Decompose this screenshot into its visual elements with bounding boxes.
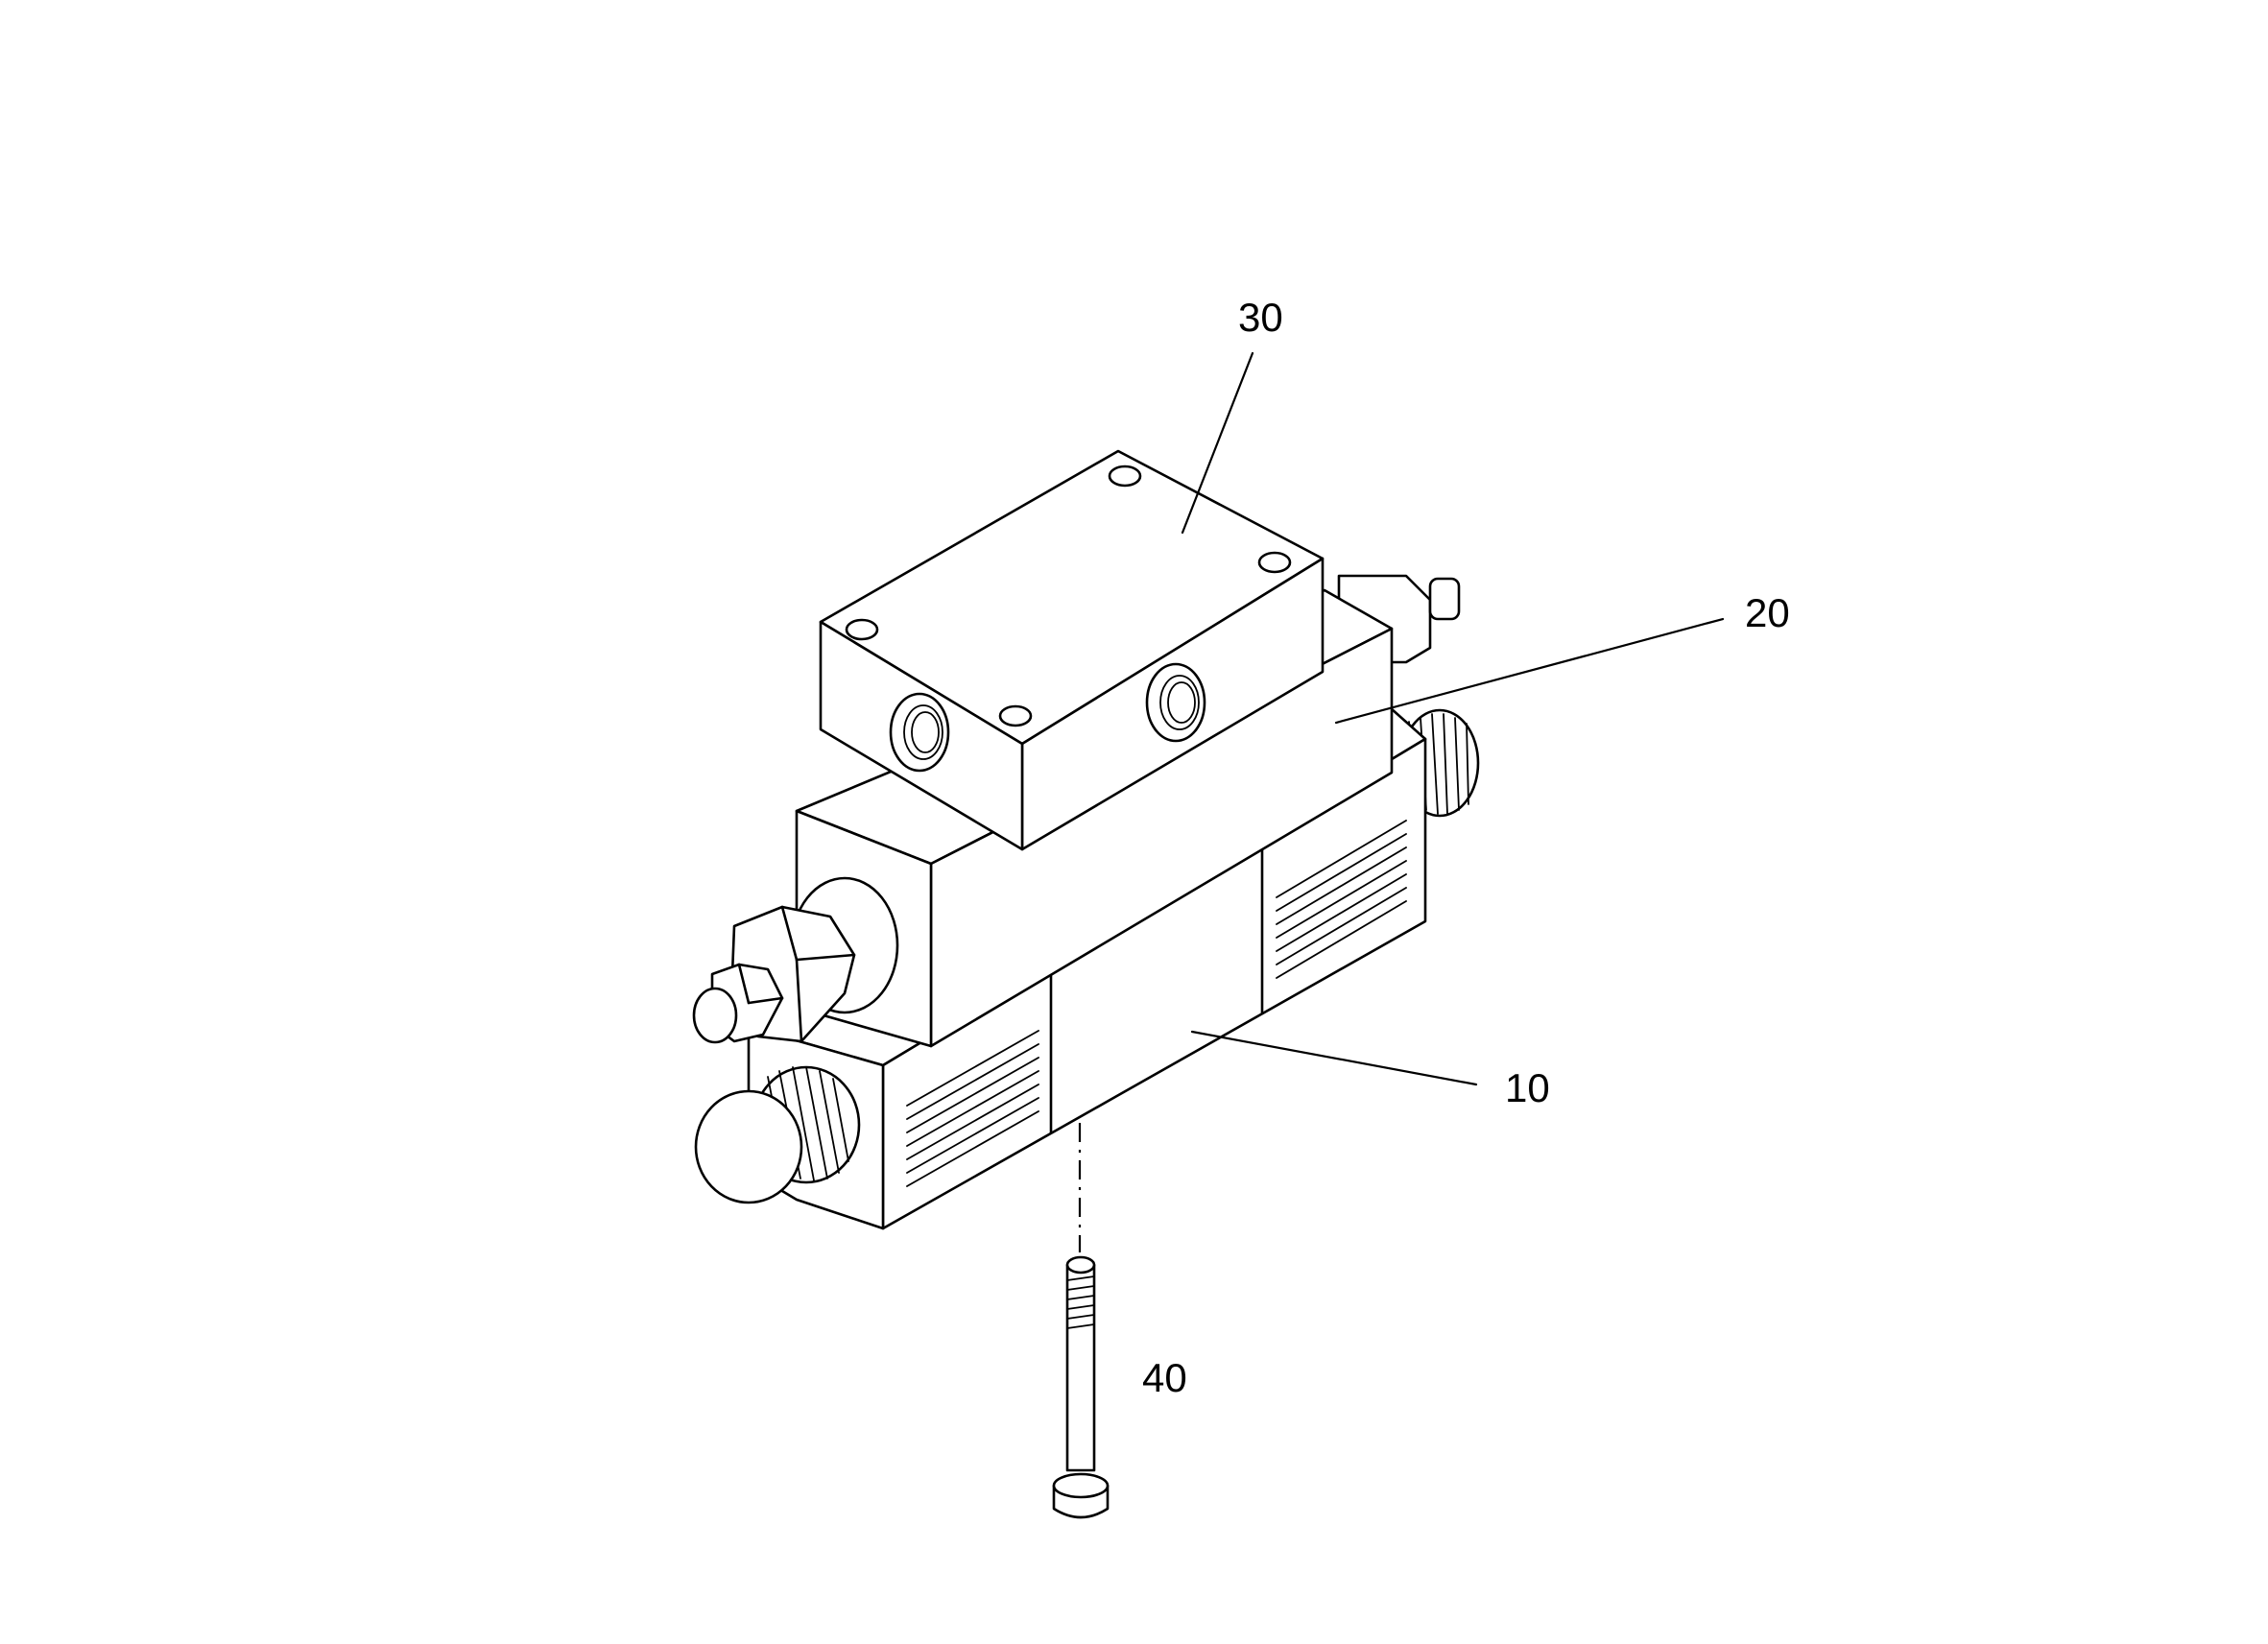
right-coil-grille [1276,820,1407,979]
mounting-hole [1257,551,1292,574]
label-30: 30 [1238,295,1283,340]
top-block-part-30 [819,449,1325,851]
left-knob [694,1065,861,1204]
mounting-hole [998,704,1033,727]
leader-line-30 [1181,351,1254,535]
mounting-hole [845,618,879,641]
label-20: 20 [1745,590,1790,635]
threaded-port [889,692,950,773]
left-coil-grille [906,1030,1039,1187]
label-10: 10 [1505,1065,1550,1110]
leader-line-20 [1334,617,1725,725]
left-adjust-fitting [692,876,899,1044]
mounting-hole [1108,465,1142,488]
leader-line-10 [1190,1030,1478,1086]
bolt-part-40 [1052,1123,1110,1519]
threaded-port [1145,662,1206,743]
label-40: 40 [1142,1355,1187,1400]
